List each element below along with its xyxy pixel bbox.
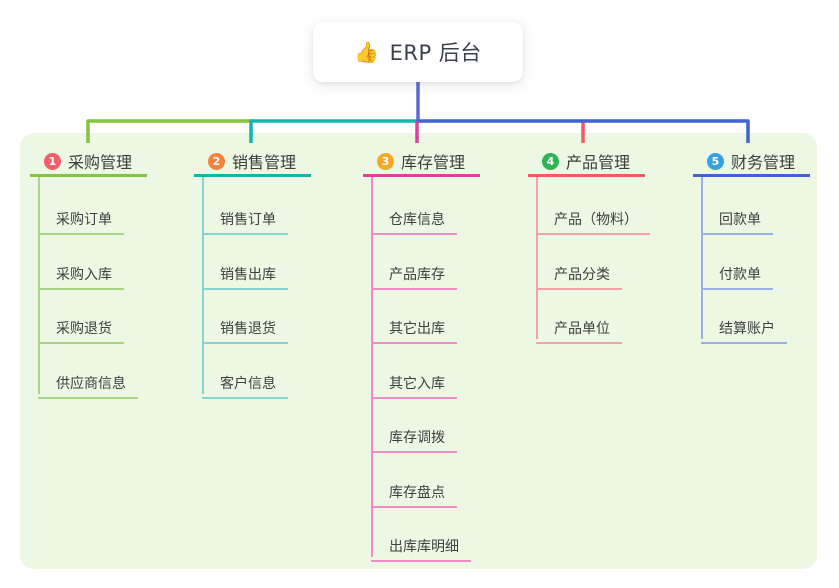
branch-node-label: 库存管理: [401, 153, 466, 172]
child-node[interactable]: 销售订单: [202, 209, 288, 235]
child-node[interactable]: 库存调拨: [371, 427, 457, 453]
branch-number-badge: 2: [208, 152, 225, 170]
branch-number-badge: 3: [377, 152, 394, 170]
child-node[interactable]: 产品库存: [371, 264, 457, 290]
branch-node-label: 销售管理: [232, 153, 297, 172]
child-node[interactable]: 其它入库: [371, 373, 457, 399]
branch-node-5[interactable]: 5 财务管理: [693, 151, 810, 177]
child-node[interactable]: 其它出库: [371, 318, 457, 344]
root-node-label: ERP 后台: [389, 41, 482, 65]
thumbs-up-icon: 👍: [354, 40, 380, 64]
branch-number-badge: 1: [44, 152, 61, 170]
child-node[interactable]: 采购订单: [38, 209, 124, 235]
child-node[interactable]: 付款单: [701, 264, 773, 290]
branch-number-badge: 5: [707, 152, 724, 170]
child-node[interactable]: 仓库信息: [371, 209, 457, 235]
branch-node-3[interactable]: 3 库存管理: [363, 151, 480, 177]
child-node[interactable]: 客户信息: [202, 373, 288, 399]
child-node[interactable]: 销售出库: [202, 264, 288, 290]
branch-node-1[interactable]: 1 采购管理: [30, 151, 147, 177]
child-connector-line: [536, 177, 538, 339]
branch-node-4[interactable]: 4 产品管理: [528, 151, 645, 177]
child-node[interactable]: 产品单位: [536, 318, 622, 344]
branch-node-2[interactable]: 2 销售管理: [194, 151, 311, 177]
child-connector-line: [202, 177, 204, 394]
mindmap-panel: [20, 133, 817, 569]
child-node[interactable]: 产品分类: [536, 264, 622, 290]
branch-node-label: 产品管理: [566, 153, 631, 172]
child-node[interactable]: 结算账户: [701, 318, 787, 344]
child-node[interactable]: 供应商信息: [38, 373, 138, 399]
branch-node-label: 财务管理: [731, 153, 796, 172]
child-node[interactable]: 产品（物料）: [536, 209, 650, 235]
child-connector-line: [38, 177, 40, 394]
child-connector-line: [701, 177, 703, 339]
child-node[interactable]: 采购退货: [38, 318, 124, 344]
child-node[interactable]: 出库库明细: [371, 536, 471, 562]
child-node[interactable]: 采购入库: [38, 264, 124, 290]
child-connector-line: [371, 177, 373, 557]
branch-node-label: 采购管理: [68, 153, 133, 172]
child-node[interactable]: 回款单: [701, 209, 773, 235]
child-node[interactable]: 库存盘点: [371, 482, 457, 508]
child-node[interactable]: 销售退货: [202, 318, 288, 344]
root-node[interactable]: 👍 ERP 后台: [313, 22, 523, 82]
branch-number-badge: 4: [542, 152, 559, 170]
